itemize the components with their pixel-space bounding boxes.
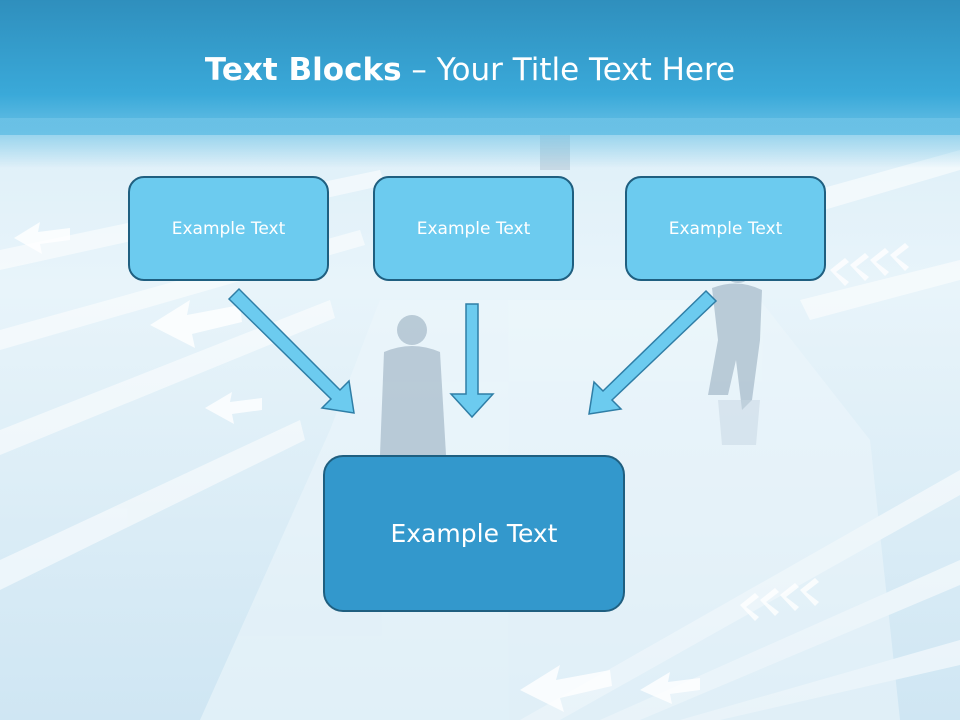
main-text-block[interactable]: Example Text [323,455,625,612]
title-bar-fade [0,118,960,168]
title-bar [0,0,960,135]
title-dash: – [401,52,437,88]
title-bold: Text Blocks [204,52,402,88]
slide-title: Text Blocks – Your Title Text Here [0,52,940,88]
arrow-center-icon [449,303,495,419]
arrow-left-icon [227,287,355,414]
text-block-2[interactable]: Example Text [373,176,574,281]
text-block-3[interactable]: Example Text [625,176,826,281]
title-text: Your Title Text Here [436,52,736,88]
arrow-right-icon [588,289,718,415]
text-block-1[interactable]: Example Text [128,176,329,281]
